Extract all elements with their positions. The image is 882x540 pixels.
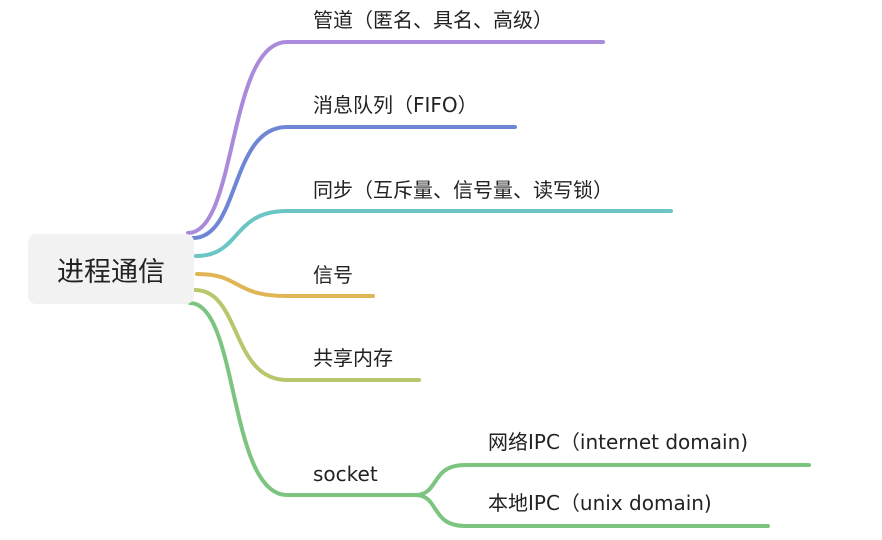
branch-edge-signal (195, 272, 375, 298)
child-edge-unix-ipc (413, 493, 770, 528)
branch-label-shared-memory[interactable]: 共享内存 (313, 346, 393, 370)
branch-edge-message-queue (191, 125, 517, 240)
root-label: 进程通信 (57, 256, 165, 288)
branch-edge-sync (194, 209, 673, 258)
branch-edge-socket (188, 301, 417, 497)
child-edge-internet-ipc (413, 463, 811, 497)
branch-label-socket[interactable]: socket (313, 462, 378, 486)
branch-label-sync[interactable]: 同步（互斥量、信号量、读写锁） (313, 178, 613, 202)
branch-label-signal[interactable]: 信号 (313, 263, 353, 287)
root-node[interactable]: 进程通信 (28, 234, 194, 304)
branch-edge-shared-memory (193, 288, 421, 382)
child-label-internet-ipc[interactable]: 网络IPC（internet domain) (488, 430, 749, 454)
child-label-unix-ipc[interactable]: 本地IPC（unix domain) (488, 491, 712, 515)
branch-label-pipes[interactable]: 管道（匿名、具名、高级） (313, 8, 553, 32)
branch-label-message-queue[interactable]: 消息队列（FIFO） (313, 93, 478, 117)
branch-edge-pipes (186, 40, 605, 235)
